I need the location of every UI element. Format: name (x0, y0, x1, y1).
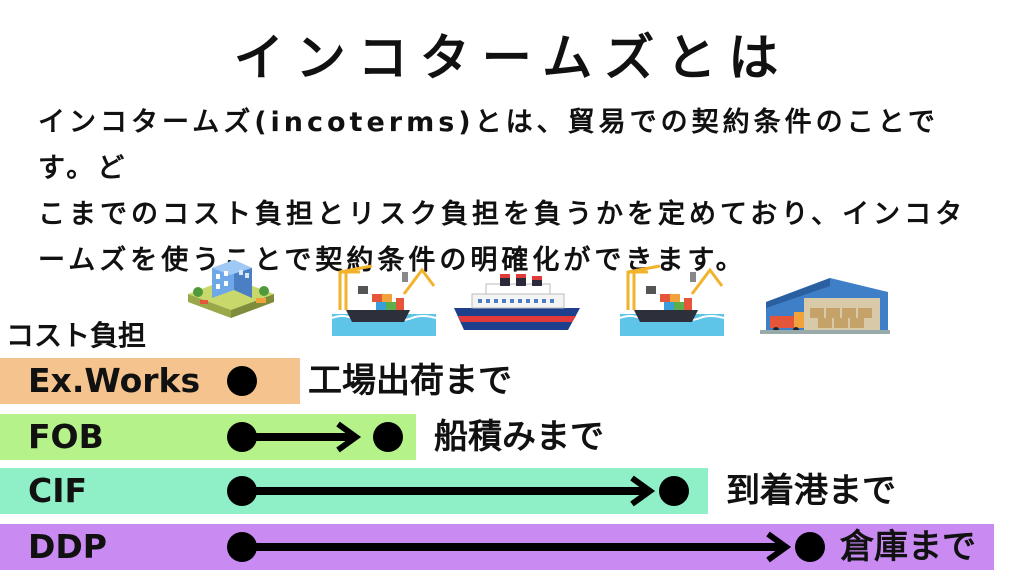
factory-icon (188, 260, 274, 318)
term-label: CIF (28, 471, 88, 510)
arrow-head (336, 421, 362, 453)
term-destination: 工場出荷まで (308, 361, 512, 401)
term-destination: 到着港まで (726, 471, 896, 511)
port-crane-icon (332, 264, 436, 336)
description-line-1: インコタームズ(incoterms)とは、貿易での契約条件のことです。ど (38, 107, 939, 184)
arrow-head (766, 531, 792, 563)
term-destination: 倉庫まで (840, 527, 976, 567)
term-label: Ex.Works (28, 361, 201, 400)
term-label: DDP (28, 527, 107, 566)
cargo-ship-icon (454, 274, 580, 330)
page-title: インコタームズとは (233, 29, 791, 87)
start-dot (227, 422, 257, 452)
port-crane-icon (620, 264, 724, 336)
description-line-2: こまでのコスト負担とリスク負担を負うかを定めており、インコタ (38, 199, 967, 230)
arrow-head (630, 475, 656, 507)
start-dot (227, 532, 257, 562)
end-dot (373, 422, 403, 452)
end-dot (795, 532, 825, 562)
description: インコタームズ(incoterms)とは、貿易での契約条件のことです。ど こまで… (38, 100, 998, 284)
term-destination: 船積みまで (434, 417, 604, 457)
term-label: FOB (28, 417, 104, 456)
start-dot (227, 366, 257, 396)
warehouse-icon (760, 278, 890, 334)
end-dot (659, 476, 689, 506)
start-dot (227, 476, 257, 506)
description-line-3: ームズを使うことで契約条件の明確化ができます。 (38, 245, 747, 276)
cost-burden-label: コスト負担 (6, 319, 147, 352)
